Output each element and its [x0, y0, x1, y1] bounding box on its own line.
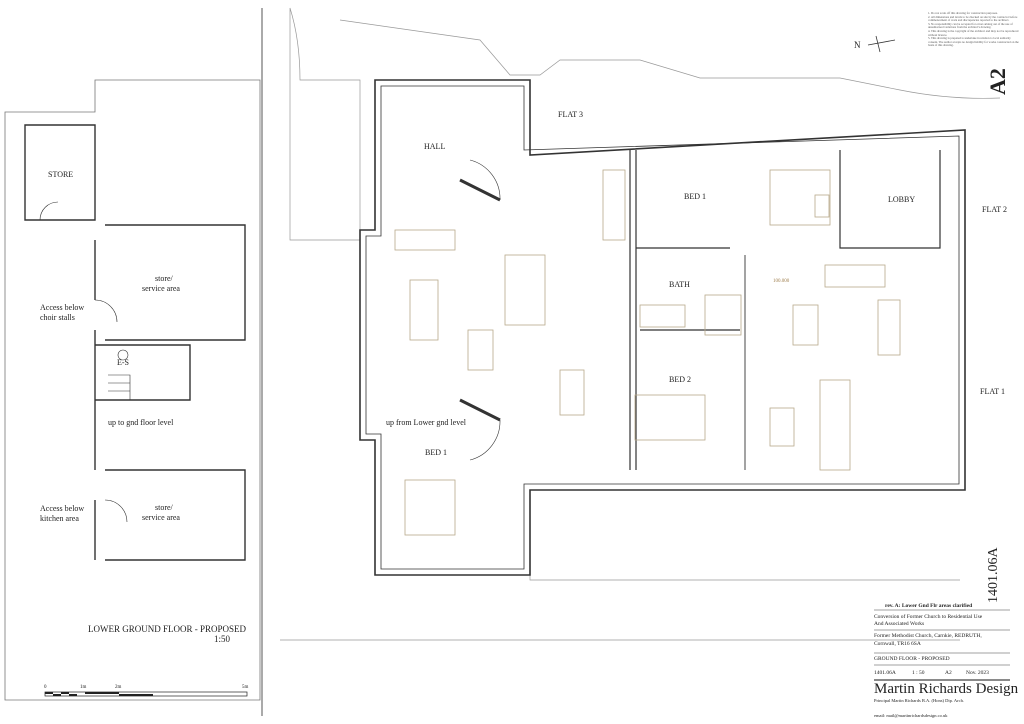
room-es: E-S: [117, 358, 129, 367]
lower-plan-title: LOWER GROUND FLOOR - PROPOSED: [88, 624, 247, 634]
room-hall: HALL: [424, 142, 446, 151]
revision-note: rev. A: Lower Gnd Flr areas clarified: [885, 603, 973, 609]
general-notes: 1. Do not scale off this drawing for con…: [928, 11, 1020, 48]
room-service2: store/: [155, 503, 173, 512]
room-bed1-flat3: BED 1: [425, 448, 447, 457]
access-kitchen-b: kitchen area: [40, 514, 79, 523]
access-choir-b: choir stalls: [40, 313, 75, 322]
principal: Principal Martin Richards B.A. (Hons) Di…: [874, 698, 964, 703]
lower-plan-scale: 1:50: [214, 634, 231, 644]
up-to-gnd: up to gnd floor level: [108, 418, 174, 427]
furniture: [394, 169, 901, 536]
room-lobby: LOBBY: [888, 195, 916, 204]
note: 2. All dimensions and levels to be check…: [928, 14, 1018, 23]
room-service1-b: service area: [142, 284, 180, 293]
drawing-scale: 1 : 50: [912, 670, 925, 676]
note: 3. No responsibility can be accepted for…: [928, 21, 1013, 30]
firm-name: Martin Richards Design: [874, 681, 1019, 697]
address-line1: Former Methodist Church, Carnkie, REDRUT…: [874, 633, 982, 639]
room-bed2: BED 2: [669, 375, 691, 384]
project-line1: Conversion of Former Church to Residenti…: [874, 614, 983, 620]
north-arrow: [867, 35, 896, 53]
title-block-lines: [874, 609, 1010, 681]
note: 4. This drawing is the copyright of the …: [928, 28, 1019, 37]
access-kitchen: Access below: [40, 504, 85, 513]
sheet-size: A2: [985, 68, 1010, 95]
room-service1: store/: [155, 274, 173, 283]
room-bed1-flat2: BED 1: [684, 192, 706, 201]
drawing-title: GROUND FLOOR - PROPOSED: [874, 656, 950, 662]
scale-2m: 2m: [115, 685, 122, 690]
scale-bar: [44, 691, 248, 697]
entrance-flat3: FLAT 3: [558, 110, 583, 119]
drawing-date: Nov. 2023: [966, 670, 989, 676]
room-store: STORE: [48, 170, 74, 179]
room-service2-b: service area: [142, 513, 180, 522]
ground-floor-walls: [359, 79, 966, 576]
drawing-number-large: 1401.06A: [986, 547, 1001, 603]
access-choir: Access below: [40, 303, 85, 312]
room-bath: BATH: [669, 280, 690, 289]
entrance-flat1: FLAT 1: [980, 387, 1005, 396]
scale-5m: 5m: [242, 685, 249, 690]
note: 5. This drawing is prepared to undertake…: [928, 36, 1019, 48]
paper-size: A2: [945, 670, 952, 676]
address-line2: Cornwall, TR16 6SA: [874, 641, 921, 647]
email: email: mail@martinrichardsdesign.co.uk: [874, 713, 948, 718]
note: 1. Do not scale off this drawing for con…: [928, 11, 998, 15]
lower-ground-walls: [4, 79, 261, 701]
drawing-number: 1401.06A: [874, 670, 896, 676]
up-from-lower: up from Lower gnd level: [386, 418, 466, 427]
entrance-flat2: FLAT 2: [982, 205, 1007, 214]
scale-1m: 1m: [80, 685, 87, 690]
north-label: N: [854, 40, 861, 50]
level-mark: 100.000: [773, 279, 790, 284]
project-line2: And Associated Works: [874, 621, 925, 627]
scale-0: 0: [44, 685, 47, 690]
